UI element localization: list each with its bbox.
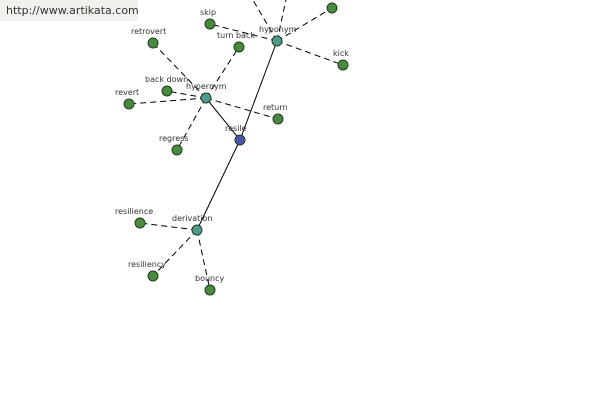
- node-circle-hypernym[interactable]: [200, 92, 212, 104]
- node-label-revert: revert: [115, 88, 139, 97]
- node-label-hyponym: hyponym: [259, 25, 297, 34]
- node-circle-turn-back[interactable]: [233, 41, 245, 53]
- node-circle-resiliency[interactable]: [147, 270, 159, 282]
- edge-derivation-resiliency: [152, 229, 198, 277]
- edge-hyponym-offscreen-b: [276, 0, 287, 42]
- edge-derivation-resilience: [139, 222, 198, 231]
- node-skip[interactable]: skip: [200, 8, 216, 30]
- edges-layer: [128, 0, 344, 291]
- node-circle-revert[interactable]: [123, 98, 135, 110]
- node-label-kick: kick: [333, 49, 349, 58]
- edge-hypernym-turn-back: [205, 46, 240, 99]
- edge-resile-hypernym: [205, 97, 241, 141]
- node-retrovert[interactable]: retrovert: [131, 27, 166, 49]
- node-circle-kick[interactable]: [337, 59, 349, 71]
- node-resiliency[interactable]: resiliency: [128, 260, 166, 282]
- edge-hyponym-kick: [276, 40, 344, 66]
- edge-hyponym-skip: [209, 23, 278, 42]
- node-label-resile: resile: [225, 124, 247, 133]
- node-kick[interactable]: kick: [333, 49, 349, 71]
- node-label-regress: regress: [159, 134, 188, 143]
- edge-resile-hyponym: [239, 40, 278, 141]
- node-circle-resile[interactable]: [234, 134, 246, 146]
- node-resilience[interactable]: resilience: [115, 207, 153, 229]
- node-label-retrovert: retrovert: [131, 27, 166, 36]
- node-bouncy[interactable]: bouncy: [195, 274, 225, 296]
- node-resile[interactable]: resile: [225, 124, 247, 146]
- edge-hypernym-back-down: [166, 90, 207, 99]
- node-circle-hyponym[interactable]: [271, 35, 283, 47]
- node-revert[interactable]: revert: [115, 88, 139, 110]
- node-circle-derivation[interactable]: [191, 224, 203, 236]
- node-label-return: return: [263, 103, 287, 112]
- node-circle-retrovert[interactable]: [147, 37, 159, 49]
- node-circle-back-down[interactable]: [161, 85, 173, 97]
- node-label-skip: skip: [200, 8, 216, 17]
- node-circle-resilience[interactable]: [134, 217, 146, 229]
- node-regress[interactable]: regress: [159, 134, 188, 156]
- node-circle-regress[interactable]: [171, 144, 183, 156]
- node-label-bouncy: bouncy: [195, 274, 225, 283]
- edge-resile-derivation: [196, 139, 241, 231]
- node-label-derivation: derivation: [172, 214, 212, 223]
- node-hyponym[interactable]: hyponym: [259, 25, 297, 47]
- node-return[interactable]: return: [263, 103, 287, 125]
- edge-hypernym-revert: [128, 97, 207, 105]
- nodes-layer: resile hypernym hyponym derivation retrovert…: [115, 2, 349, 296]
- node-circle-top-leaf[interactable]: [326, 2, 338, 14]
- node-turn-back[interactable]: turn back: [217, 31, 255, 53]
- node-label-resiliency: resiliency: [128, 260, 166, 269]
- node-circle-bouncy[interactable]: [204, 284, 216, 296]
- node-label-back-down: back down: [145, 75, 188, 84]
- node-hypernym[interactable]: hypernym: [186, 82, 227, 104]
- node-back-down[interactable]: back down: [145, 75, 188, 97]
- edge-hyponym-top-leaf: [276, 7, 333, 42]
- edge-hypernym-retrovert: [152, 42, 207, 99]
- edge-hypernym-return: [205, 97, 279, 120]
- node-label-resilience: resilience: [115, 207, 153, 216]
- source-url-banner[interactable]: http://www.artikata.com: [0, 0, 139, 21]
- node-top-leaf[interactable]: [326, 2, 338, 14]
- node-label-turn-back: turn back: [217, 31, 255, 40]
- node-circle-return[interactable]: [272, 113, 284, 125]
- edge-derivation-bouncy: [196, 229, 211, 291]
- node-derivation[interactable]: derivation: [172, 214, 212, 236]
- edge-hyponym-offscreen-a: [252, 0, 278, 42]
- node-label-hypernym: hypernym: [186, 82, 227, 91]
- node-circle-skip[interactable]: [204, 18, 216, 30]
